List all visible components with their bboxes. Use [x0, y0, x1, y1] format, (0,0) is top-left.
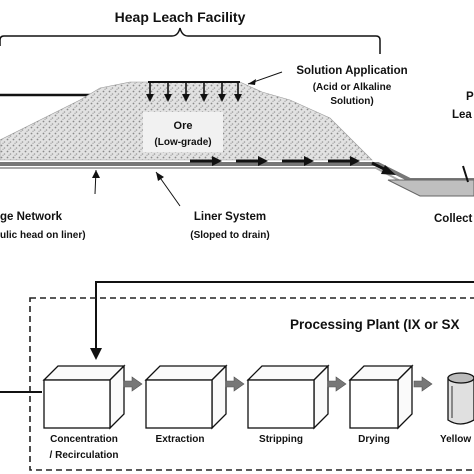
step-label-line2: / Recirculation — [50, 450, 119, 461]
step-drying: Drying — [348, 364, 414, 445]
cube-icon — [144, 364, 228, 430]
flow-arrow — [413, 376, 433, 392]
flow-arrow — [225, 376, 245, 392]
step-label-line1: Extraction — [156, 434, 205, 445]
heap-title: Heap Leach Facility — [115, 9, 246, 25]
right-partial-label-2: Lea — [452, 109, 472, 121]
solution-label: Solution Application — [296, 65, 407, 77]
pond-inlet-pipe — [462, 165, 469, 183]
drainage-sub: ulic head on liner) — [0, 230, 86, 241]
liner — [0, 162, 474, 182]
liner-sub: (Sloped to drain) — [190, 230, 269, 241]
step-extraction: Extraction — [144, 364, 228, 445]
liner-label: Liner System — [194, 211, 266, 223]
right-partial-label-1: P — [466, 91, 474, 103]
ore-label: Ore — [174, 120, 193, 132]
solution-sub1: (Acid or Alkaline — [313, 82, 392, 93]
step-label-line1: Drying — [358, 434, 390, 445]
drainage-flow-arrows — [190, 156, 396, 175]
ore-sublabel: (Low-grade) — [154, 137, 211, 148]
flow-arrow — [123, 376, 143, 392]
solution-drip-arrows — [146, 82, 242, 102]
cube-icon — [246, 364, 330, 430]
recirculation-arrowhead — [90, 348, 102, 360]
cube-icon — [348, 364, 414, 430]
step-label-line1: Concentration — [50, 434, 118, 445]
step-yellowcake: Yellow — [440, 372, 474, 445]
ore-label-box — [143, 112, 223, 152]
flow-arrow — [327, 376, 347, 392]
drum-icon — [447, 372, 474, 425]
plant-title: Processing Plant (IX or SX — [290, 317, 460, 332]
step-concentration: Concentration / Recirculation — [42, 364, 126, 461]
collection-label: Collect — [434, 213, 473, 225]
processing-plant-box — [29, 297, 474, 471]
drainage-label: ge Network — [0, 211, 63, 223]
solution-sub2: Solution) — [330, 96, 373, 107]
step-label-line1: Yellow — [440, 434, 471, 445]
recirculation-line — [95, 281, 474, 350]
facility-brace — [0, 27, 381, 54]
step-label-line1: Stripping — [259, 434, 303, 445]
step-stripping: Stripping — [246, 364, 330, 445]
collection-pond — [387, 179, 474, 197]
cube-icon — [42, 364, 126, 430]
